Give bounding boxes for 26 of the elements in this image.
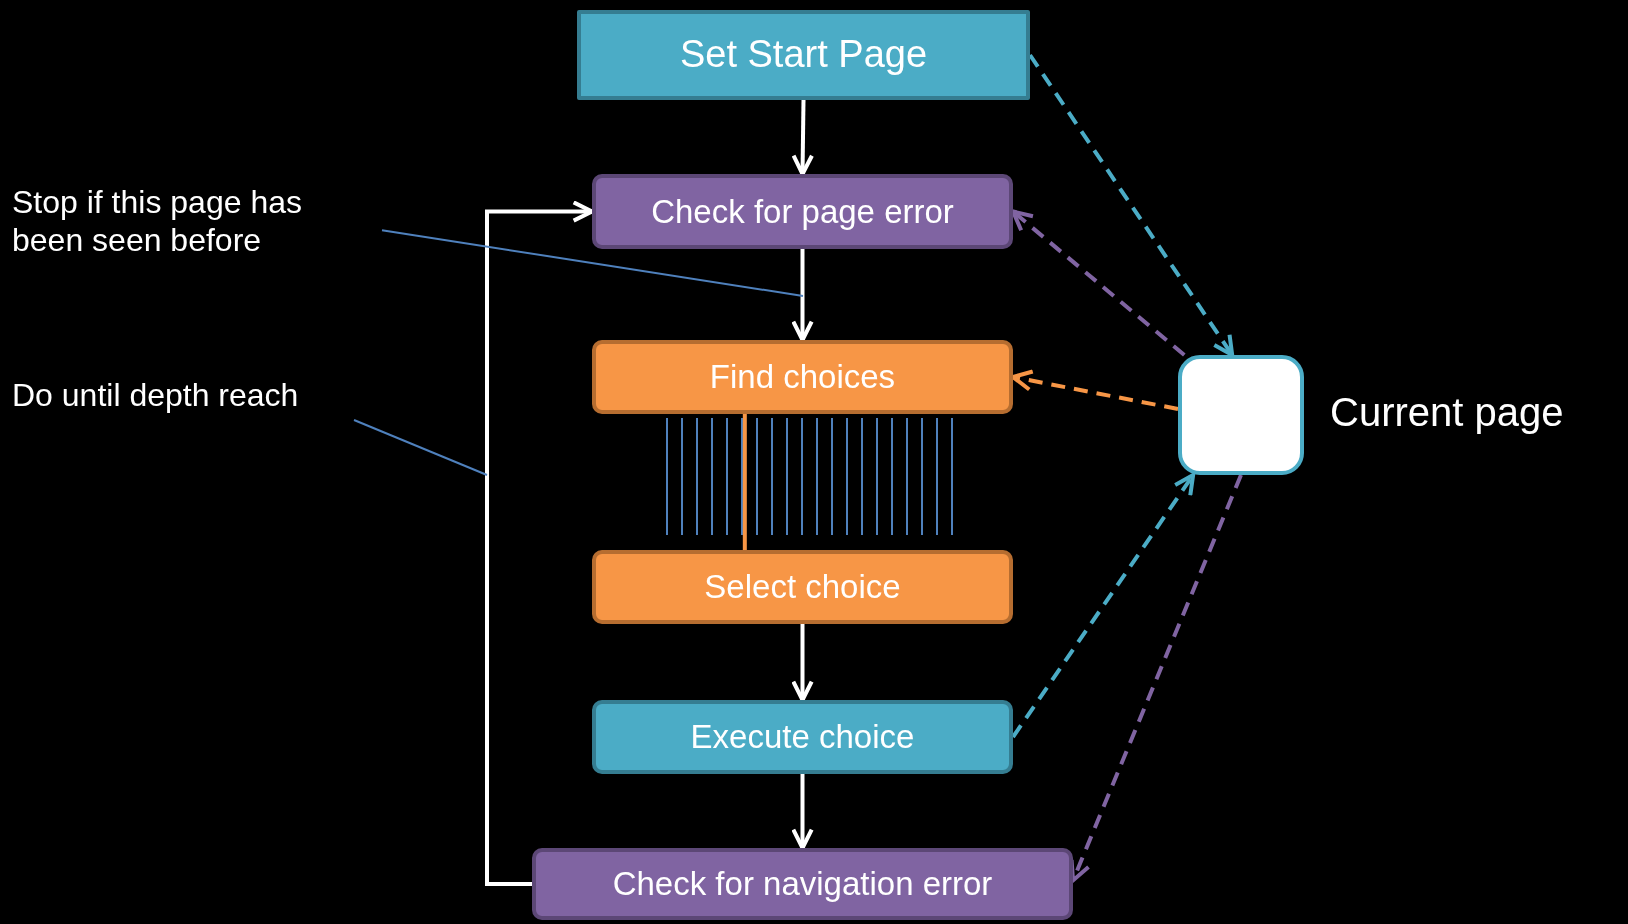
- process-box: [532, 848, 1073, 920]
- annotation-text: Stop if this page has been seen before: [12, 175, 382, 267]
- arrow: [1011, 209, 1186, 357]
- annotation-text: Do until depth reach: [12, 370, 372, 420]
- arrow: [1011, 473, 1196, 739]
- process-box: [592, 174, 1013, 249]
- process-box: [592, 550, 1013, 624]
- arrow: [791, 249, 814, 342]
- box-label: Set Start Page: [679, 32, 928, 78]
- arrow: [791, 624, 814, 702]
- box-label: Find choices: [709, 357, 896, 397]
- process-box: [592, 340, 1013, 414]
- box-label: Execute choice: [690, 717, 915, 757]
- process-box: [592, 700, 1013, 774]
- arrow: [791, 774, 814, 850]
- leader-line: [381, 229, 804, 297]
- arrow: [1011, 369, 1179, 411]
- leader-line: [353, 419, 488, 476]
- box-label: Check for navigation error: [612, 864, 993, 904]
- node-caption: Current page: [1330, 389, 1565, 436]
- arrow: [485, 200, 594, 886]
- page-box: [1178, 355, 1304, 475]
- arrow: [791, 99, 814, 176]
- box-label: Check for page error: [651, 191, 954, 232]
- box-label: Select choice: [704, 567, 901, 607]
- process-box: [577, 10, 1030, 100]
